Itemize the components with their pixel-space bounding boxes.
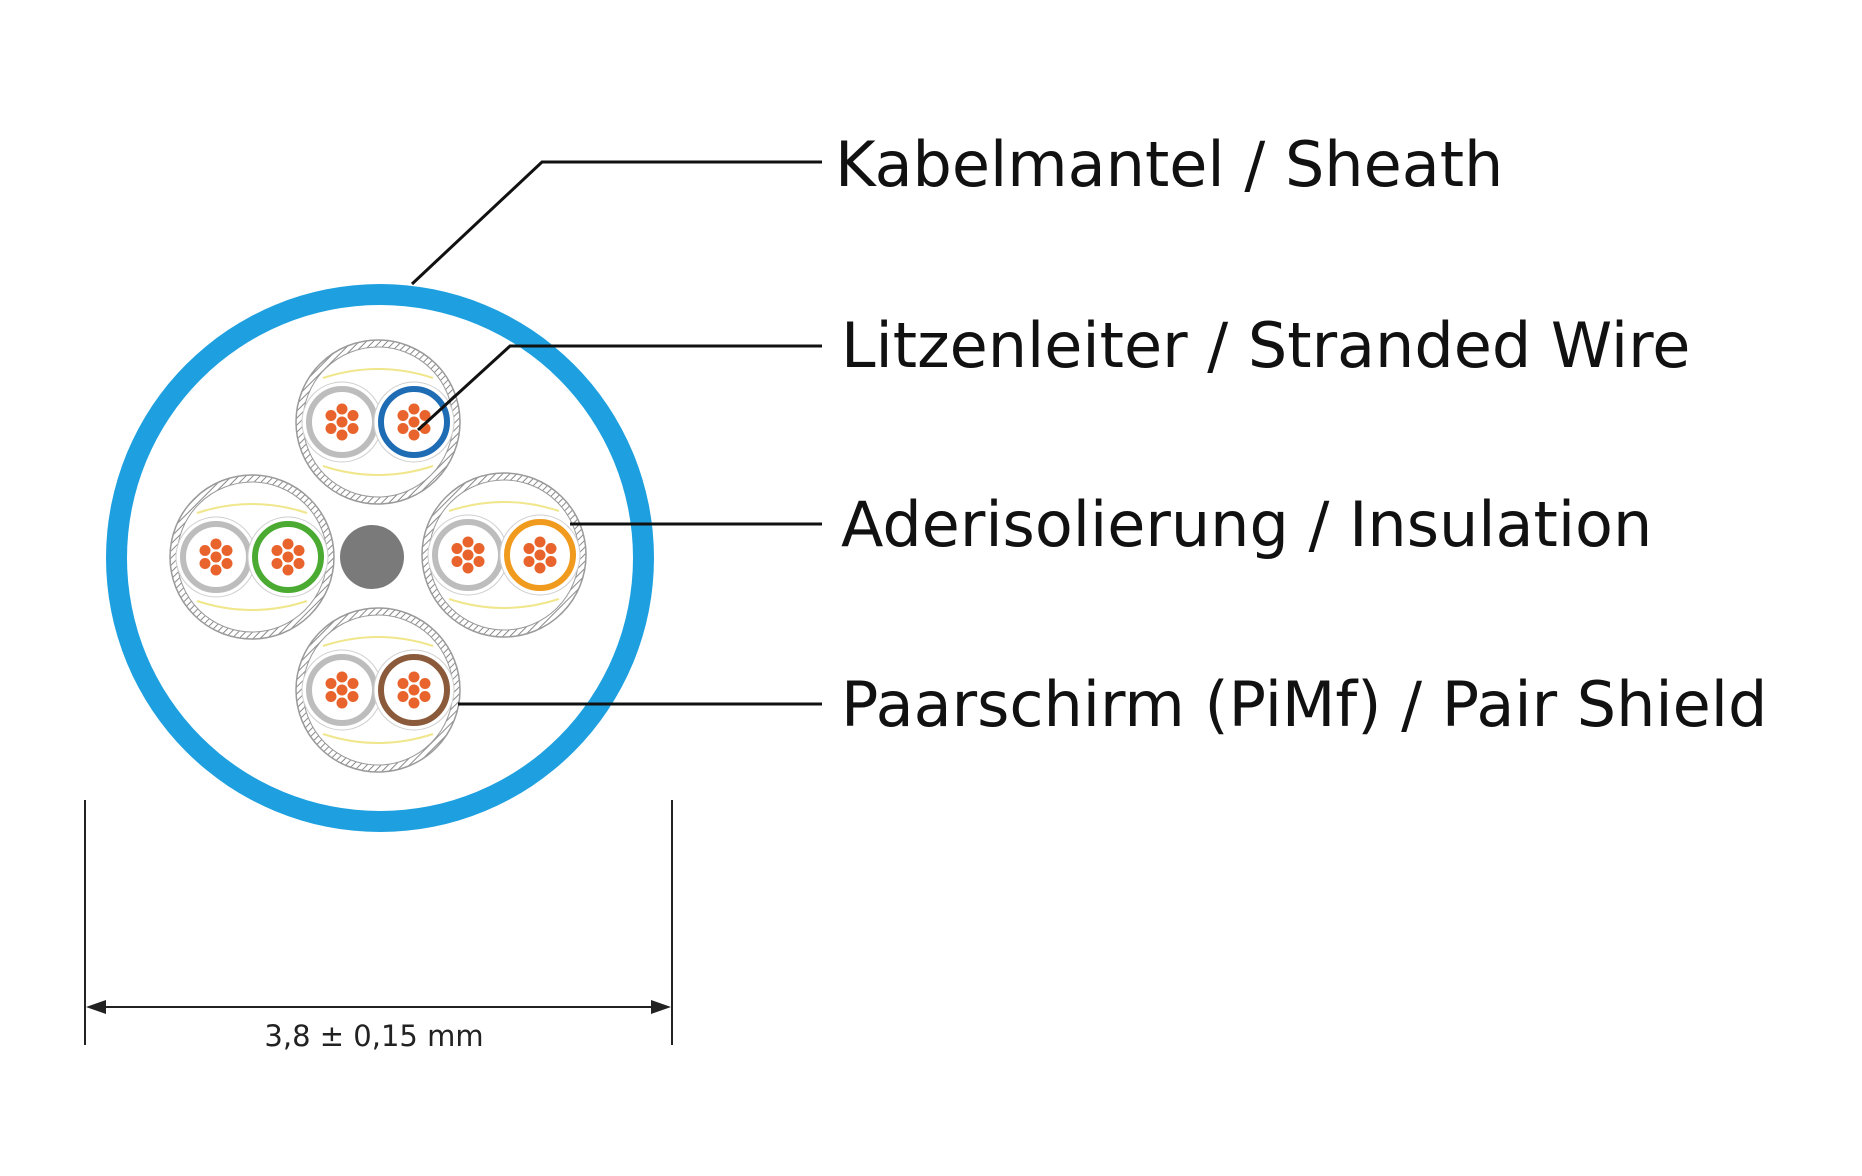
leader-lines bbox=[410, 160, 822, 706]
conductor-strand bbox=[534, 562, 546, 574]
conductor-strand bbox=[347, 691, 359, 702]
conductor-strand bbox=[462, 549, 474, 561]
conductor-strand bbox=[451, 543, 463, 554]
conductor-strand bbox=[336, 403, 348, 415]
conductor-strand bbox=[325, 423, 337, 434]
conductor-strand bbox=[397, 678, 409, 689]
conductor-strand bbox=[347, 678, 359, 689]
conductor-strand bbox=[347, 423, 359, 434]
leader-line-stranded-wire bbox=[416, 344, 822, 432]
conductor-strand bbox=[408, 429, 420, 441]
conductor-strand bbox=[199, 558, 211, 569]
dimension-arrow-left-icon bbox=[86, 1000, 106, 1014]
conductor-strand bbox=[210, 564, 222, 576]
pair-foil-bottom bbox=[322, 733, 434, 744]
conductor-strand bbox=[282, 538, 294, 550]
conductor-strand bbox=[451, 556, 463, 567]
pair-foil-bottom bbox=[322, 465, 434, 476]
conductor-strand bbox=[221, 545, 233, 556]
conductor-strand bbox=[534, 536, 546, 548]
conductor-strand bbox=[199, 545, 211, 556]
conductor-strand bbox=[545, 543, 557, 554]
dimension-arrow-right-icon bbox=[651, 1000, 671, 1014]
conductor-strand bbox=[325, 410, 337, 421]
conductor-strand bbox=[408, 416, 420, 428]
diameter-dimension: 3,8 ± 0,15 mm bbox=[84, 800, 673, 1053]
leader-line-sheath bbox=[410, 160, 822, 286]
conductor-strand bbox=[336, 684, 348, 696]
label-pair-shield: Paarschirm (PiMf) / Pair Shield bbox=[841, 668, 1767, 741]
conductor-strand bbox=[397, 423, 409, 434]
conductor-strand bbox=[336, 429, 348, 441]
conductor-strand bbox=[210, 551, 222, 563]
conductor-strand bbox=[408, 697, 420, 709]
conductor-strand bbox=[210, 538, 222, 550]
conductor-strand bbox=[336, 671, 348, 683]
pair-foil-top bbox=[322, 368, 434, 379]
conductor-strand bbox=[408, 671, 420, 683]
conductor-strand bbox=[408, 403, 420, 415]
conductor-strand bbox=[282, 551, 294, 563]
conductor-strand bbox=[534, 549, 546, 561]
pair-foil-top bbox=[448, 501, 560, 512]
conductor-strand bbox=[397, 410, 409, 421]
conductor-strand bbox=[408, 684, 420, 696]
conductor-strand bbox=[271, 545, 283, 556]
conductor-strand bbox=[473, 556, 485, 567]
center-filler bbox=[340, 525, 404, 589]
conductor-strand bbox=[419, 678, 431, 689]
conductor-strand bbox=[462, 562, 474, 574]
conductor-strand bbox=[462, 536, 474, 548]
pair-foil-bottom bbox=[196, 600, 308, 611]
conductor-strand bbox=[221, 558, 233, 569]
conductor-strand bbox=[473, 543, 485, 554]
conductor-strand bbox=[336, 416, 348, 428]
conductor-strand bbox=[397, 691, 409, 702]
conductor-strand bbox=[293, 545, 305, 556]
conductor-strand bbox=[336, 697, 348, 709]
label-sheath: Kabelmantel / Sheath bbox=[835, 128, 1503, 201]
pair-bottom bbox=[295, 607, 461, 773]
conductor-strand bbox=[282, 564, 294, 576]
twisted-pairs bbox=[169, 339, 587, 773]
conductor-strand bbox=[325, 691, 337, 702]
conductor-strand bbox=[419, 410, 431, 421]
pair-foil-bottom bbox=[448, 598, 560, 609]
pair-left bbox=[169, 474, 335, 640]
conductor-strand bbox=[523, 543, 535, 554]
conductor-strand bbox=[523, 556, 535, 567]
conductor-strand bbox=[271, 558, 283, 569]
label-stranded-wire: Litzenleiter / Stranded Wire bbox=[841, 309, 1690, 382]
pair-foil-top bbox=[196, 503, 308, 514]
pair-foil-top bbox=[322, 636, 434, 647]
label-insulation: Aderisolierung / Insulation bbox=[841, 488, 1652, 561]
pair-right bbox=[421, 472, 587, 638]
conductor-strand bbox=[293, 558, 305, 569]
conductor-strand bbox=[347, 410, 359, 421]
conductor-strand bbox=[325, 678, 337, 689]
pair-top bbox=[295, 339, 461, 505]
dimension-label: 3,8 ± 0,15 mm bbox=[264, 1019, 483, 1053]
conductor-strand bbox=[545, 556, 557, 567]
conductor-strand bbox=[419, 691, 431, 702]
